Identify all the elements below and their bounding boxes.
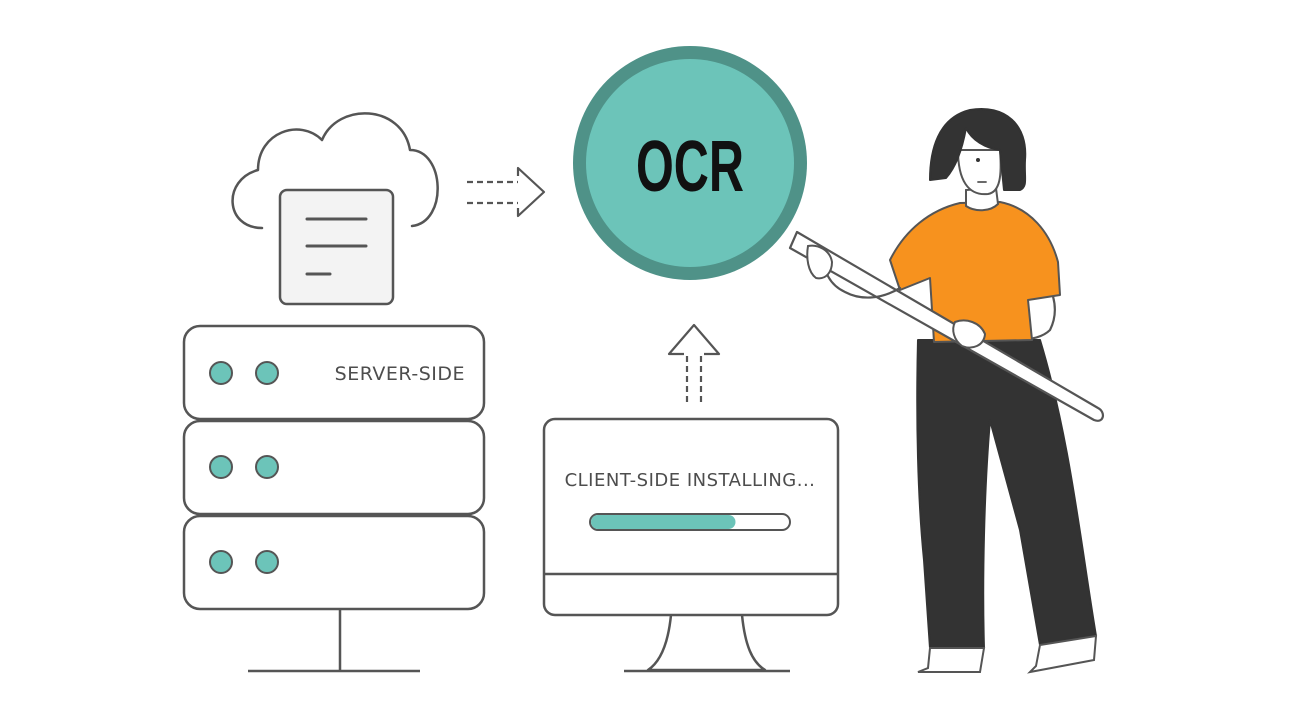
dashed-arrow-right-icon <box>467 166 546 218</box>
server-unit: SERVER-SIDE <box>182 324 486 421</box>
shirt <box>889 201 1061 343</box>
monitor-icon: CLIENT-SIDE INSTALLING... <box>542 417 840 673</box>
person-illustration <box>788 108 1104 674</box>
hair <box>929 108 1027 191</box>
status-light <box>209 361 233 385</box>
server-unit <box>182 419 486 516</box>
server-side-label: SERVER-SIDE <box>335 363 465 385</box>
install-progress-bar <box>589 513 791 531</box>
client-status-text: CLIENT-SIDE INSTALLING... <box>565 470 816 491</box>
trousers <box>916 339 1097 649</box>
dashed-arrow-up-icon <box>667 323 721 402</box>
status-light <box>255 550 279 574</box>
progress-fill <box>591 515 736 529</box>
right-foot <box>1027 634 1098 674</box>
document-icon <box>278 188 395 306</box>
person-head <box>929 108 1027 196</box>
magnifier-handle <box>788 230 1104 422</box>
status-light <box>255 455 279 479</box>
monitor-stand <box>646 614 767 672</box>
server-rack: SERVER-SIDE <box>182 324 486 673</box>
face <box>956 149 1002 196</box>
server-unit <box>182 514 486 611</box>
status-light <box>209 455 233 479</box>
status-light <box>209 550 233 574</box>
front-hand <box>806 244 834 280</box>
status-light <box>255 361 279 385</box>
left-foot <box>917 647 986 673</box>
lower-hand <box>952 319 987 349</box>
magnifying-glass-icon: OCR <box>573 46 807 280</box>
cloud-icon <box>231 112 439 230</box>
ocr-label: OCR <box>636 127 744 207</box>
